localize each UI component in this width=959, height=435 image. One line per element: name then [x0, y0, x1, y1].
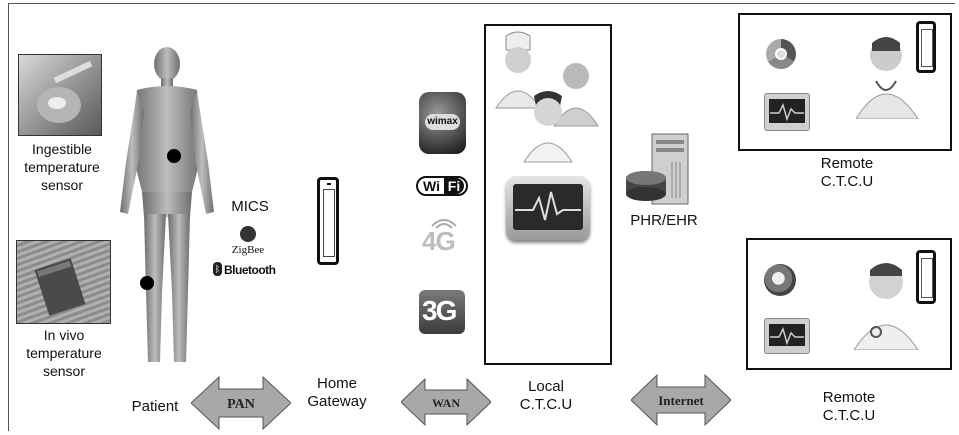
ingestible-sensor-marker: [167, 149, 181, 163]
mics-label: MICS: [231, 198, 269, 215]
wimax-label: wimax: [425, 114, 460, 130]
remote-bottom-phone-icon: [916, 250, 936, 304]
remote-ctcu-top-box: [738, 13, 952, 151]
4g-icon: 4G: [420, 212, 468, 258]
home-gateway-label: Home Gateway: [307, 375, 367, 410]
server-icon: [626, 133, 689, 205]
ie-icon: [764, 264, 796, 296]
ingestible-sensor-photo: [18, 54, 102, 136]
remote-bottom-doctor-icon: [853, 263, 919, 350]
local-ctcu-label: Local C.T.C.U: [519, 378, 573, 413]
wan-arrow-label: WAN: [432, 396, 460, 410]
physician-icon: [523, 91, 573, 163]
remote-bottom-monitor-icon: [764, 318, 810, 354]
wan-arrow: WAN: [401, 377, 491, 427]
pan-arrow-label: PAN: [227, 397, 255, 412]
invivo-sensor-photo: [16, 240, 111, 324]
wifi-right-text: Fi: [444, 178, 464, 194]
bluetooth-icon: ᛒ: [213, 262, 222, 276]
chrome-icon: [766, 39, 796, 69]
home-gateway-phone-icon: [317, 177, 339, 265]
heart-monitor-icon: [506, 176, 590, 240]
invivo-sensor-label: In vivo temperature sensor: [26, 327, 102, 379]
zigbee-label: ZigBee: [231, 244, 265, 256]
ingestible-sensor-label: Ingestible temperature sensor: [24, 141, 100, 193]
remote-ctcu-bottom-label: Remote C.T.C.U: [822, 389, 876, 424]
remote-ctcu-bottom-box: [746, 238, 952, 370]
wifi-left-text: Wi: [423, 178, 440, 194]
diagram-frame: [8, 3, 955, 431]
4g-label: 4G: [422, 226, 456, 256]
3g-label: 3G: [422, 295, 457, 326]
bluetooth-label: Bluetooth: [224, 263, 276, 277]
internet-arrow-label: Internet: [658, 393, 704, 408]
doctor-icon: [553, 63, 599, 127]
local-ctcu-box: [484, 24, 612, 365]
wimax-icon: wimax: [419, 92, 466, 154]
phr-ehr-label: PHR/EHR: [630, 212, 698, 229]
nurse-icon: [495, 31, 541, 109]
pan-arrow: PAN: [191, 375, 291, 431]
remote-top-doctor-icon: [855, 37, 919, 119]
patient-label: Patient: [131, 398, 179, 415]
remote-ctcu-top-label: Remote C.T.C.U: [820, 155, 874, 190]
zigbee-icon: [240, 226, 256, 242]
remote-top-phone-icon: [916, 21, 936, 73]
medical-staff-icons: [495, 31, 599, 163]
3g-icon: 3G: [419, 290, 465, 334]
wifi-icon: Wi Fi: [416, 176, 468, 196]
human-body-figure: [120, 47, 214, 362]
internet-arrow: Internet: [631, 373, 731, 427]
remote-top-monitor-icon: [764, 93, 810, 131]
invivo-sensor-marker: [140, 276, 154, 290]
